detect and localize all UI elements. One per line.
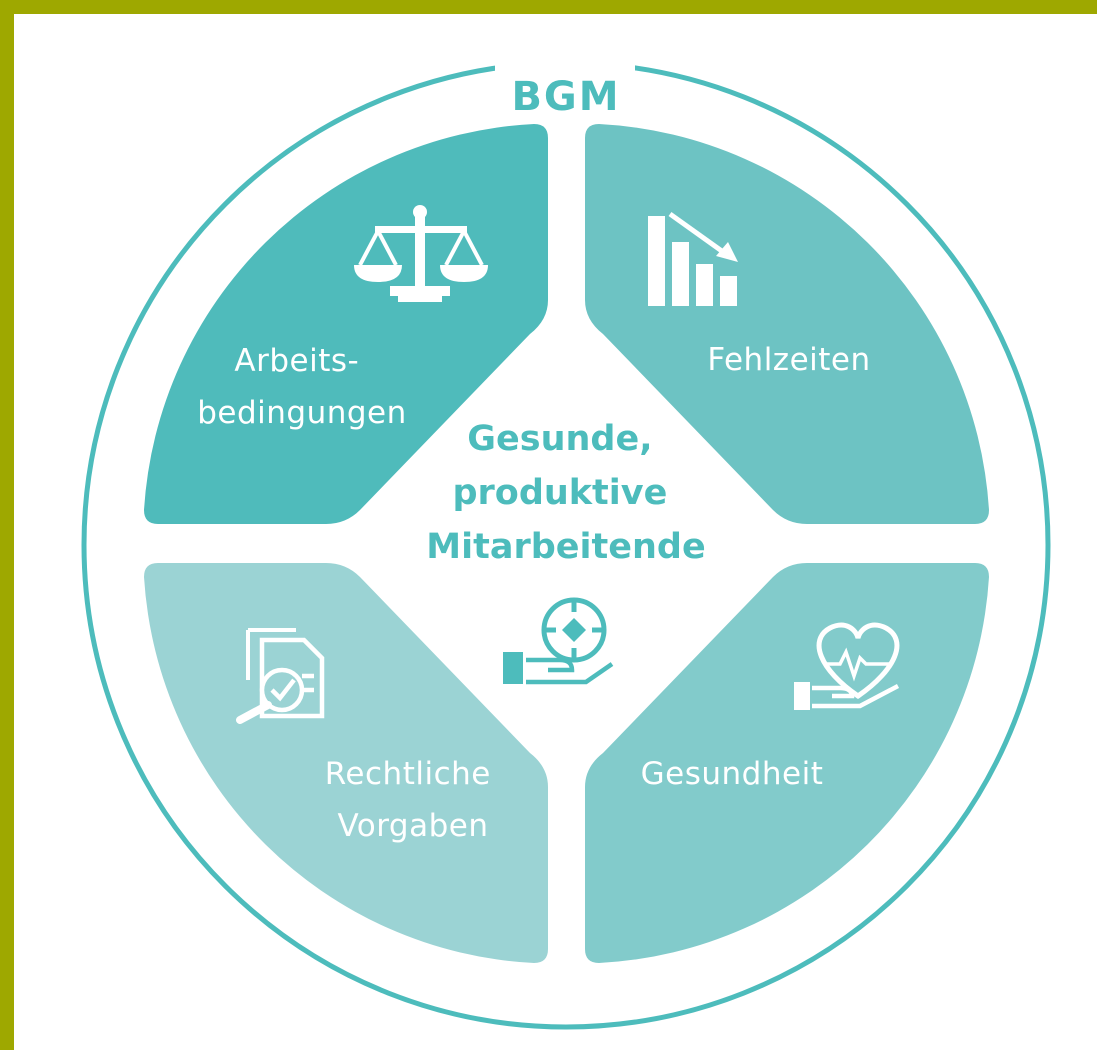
title-backdrop: [495, 60, 635, 100]
segment-bottom-left: [144, 563, 548, 963]
diagram-title: BGM: [511, 74, 620, 120]
segment-label-top-left: Arbeits- bedingungen: [197, 343, 407, 431]
scales-icon: [354, 205, 488, 302]
segment-top-left: [144, 124, 548, 524]
label-line: Arbeits-: [234, 343, 359, 379]
segment-top-right: [585, 124, 989, 524]
segment-label-bottom-left: Rechtliche Vorgaben: [325, 756, 501, 844]
heart-hand-icon: [794, 622, 900, 710]
diagram-canvas: BGM: [14, 14, 1097, 1050]
label-line: Rechtliche: [325, 756, 491, 792]
document-magnifier-check-icon: [236, 628, 325, 724]
label-line: bedingungen: [197, 395, 407, 431]
label-line: Vorgaben: [337, 808, 488, 844]
label-line: Fehlzeiten: [707, 342, 870, 378]
center-label: Gesunde, produktive Mitarbeitende: [426, 419, 705, 567]
center-line: Mitarbeitende: [426, 527, 705, 567]
segment-label-bottom-right: Gesundheit: [641, 756, 824, 792]
declining-bar-chart-icon: [648, 211, 738, 306]
label-line: Gesundheit: [641, 756, 824, 792]
center-line: produktive: [452, 473, 667, 513]
segment-label-top-right: Fehlzeiten: [707, 342, 870, 378]
hand-holding-target-icon: [503, 597, 614, 685]
bgm-diagram: BGM: [81, 60, 1051, 1030]
center-line: Gesunde,: [467, 419, 652, 459]
